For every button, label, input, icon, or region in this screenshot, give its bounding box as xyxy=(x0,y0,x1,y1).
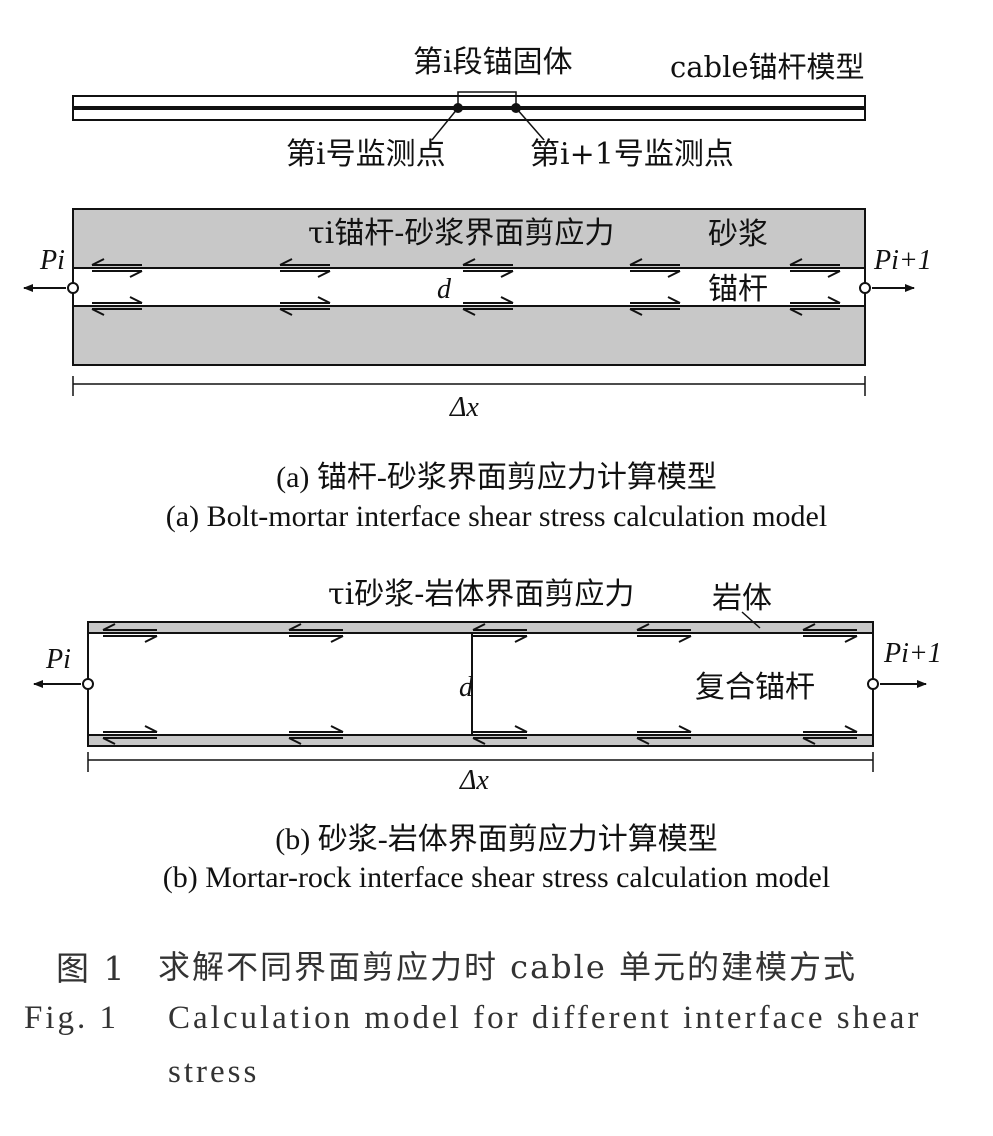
diagram-canvas: 第i段锚固体 cable锚杆模型 第i号监测点 第i+1号监测点 Pi Pi+1… xyxy=(23,45,942,796)
end-node-i xyxy=(82,678,94,690)
panel-b: Pi Pi+1 τi砂浆-岩体界面剪应力 岩体 复合锚杆 d Δx xyxy=(33,577,942,796)
panel-a-caption-en: (a) Bolt-mortar interface shear stress c… xyxy=(165,500,828,533)
rock-layer-top xyxy=(87,621,874,634)
shear-pair-icon xyxy=(636,725,692,745)
shear-pair-icon xyxy=(462,296,514,316)
shear-pair-icon xyxy=(102,623,158,643)
figure-caption-en-label: Fig. 1 xyxy=(24,1000,120,1036)
composite-bolt-label: 复合锚杆 xyxy=(695,670,815,705)
force-pi1-label: Pi+1 xyxy=(873,245,932,276)
delta-x-label-a: Δx xyxy=(449,392,479,423)
cable-model-label: cable锚杆模型 xyxy=(670,50,865,84)
force-pi-label: Pi xyxy=(45,644,71,675)
shear-pair-icon xyxy=(629,258,681,278)
diameter-label-a: d xyxy=(437,274,452,305)
cable-model: 第i段锚固体 cable锚杆模型 第i号监测点 第i+1号监测点 xyxy=(72,45,866,172)
bolt-body xyxy=(72,267,866,307)
delta-x-label-b: Δx xyxy=(459,765,489,796)
diameter-label-b: d xyxy=(459,672,474,703)
figure-caption-en-text-2: stress xyxy=(168,1054,260,1090)
shear-pair-icon xyxy=(279,258,331,278)
shear-pair-icon xyxy=(629,296,681,316)
mortar-label: 砂浆 xyxy=(708,217,768,252)
shear-pair-icon xyxy=(789,296,841,316)
point-i-label: 第i号监测点 xyxy=(286,137,446,172)
force-pi1-label: Pi+1 xyxy=(883,638,942,669)
rock-label: 岩体 xyxy=(712,581,772,616)
end-node-i1 xyxy=(867,678,879,690)
leader-point-i1 xyxy=(515,107,545,141)
shear-pair-icon xyxy=(102,725,158,745)
figure-caption-en-text-1: Calculation model for different interfac… xyxy=(168,1000,922,1036)
shear-pair-icon xyxy=(91,296,143,316)
shear-arrows-b xyxy=(102,623,858,745)
figure-caption-cn-text: 求解不同界面剪应力时 cable 单元的建模方式 xyxy=(158,948,858,986)
shear-arrows-a xyxy=(91,258,841,316)
panel-a-caption-cn: (a) 锚杆-砂浆界面剪应力计算模型 xyxy=(276,461,717,494)
shear-pair-icon xyxy=(472,623,528,643)
panel-b-caption-cn: (b) 砂浆-岩体界面剪应力计算模型 xyxy=(275,823,718,856)
segment-label: 第i段锚固体 xyxy=(413,45,573,80)
shear-pair-icon xyxy=(472,725,528,745)
end-node-i xyxy=(67,282,79,294)
rock-leader xyxy=(741,611,761,629)
shear-pair-icon xyxy=(288,623,344,643)
shear-pair-icon xyxy=(288,725,344,745)
tau-label-b: τi砂浆-岩体界面剪应力 xyxy=(328,577,634,612)
rock-layer-bottom xyxy=(87,734,874,747)
point-i1-label: 第i+1号监测点 xyxy=(530,137,734,172)
segment-bracket xyxy=(457,91,517,106)
end-node-i1 xyxy=(859,282,871,294)
shear-pair-icon xyxy=(91,258,143,278)
tau-label-a: τi锚杆-砂浆界面剪应力 xyxy=(308,216,614,251)
figure-caption-cn-label: 图 1 xyxy=(56,949,127,988)
shear-pair-icon xyxy=(279,296,331,316)
leader-point-i xyxy=(431,107,459,141)
bolt-label: 锚杆 xyxy=(708,272,768,307)
shear-pair-icon xyxy=(802,623,858,643)
shear-pair-icon xyxy=(802,725,858,745)
force-pi-label: Pi xyxy=(39,245,65,276)
shear-pair-icon xyxy=(789,258,841,278)
panel-a: Pi Pi+1 τi锚杆-砂浆界面剪应力 砂浆 锚杆 d Δx xyxy=(23,208,932,423)
shear-pair-icon xyxy=(636,623,692,643)
composite-bolt-body xyxy=(87,621,874,747)
panel-b-caption-en: (b) Mortar-rock interface shear stress c… xyxy=(162,861,831,894)
shear-pair-icon xyxy=(462,258,514,278)
